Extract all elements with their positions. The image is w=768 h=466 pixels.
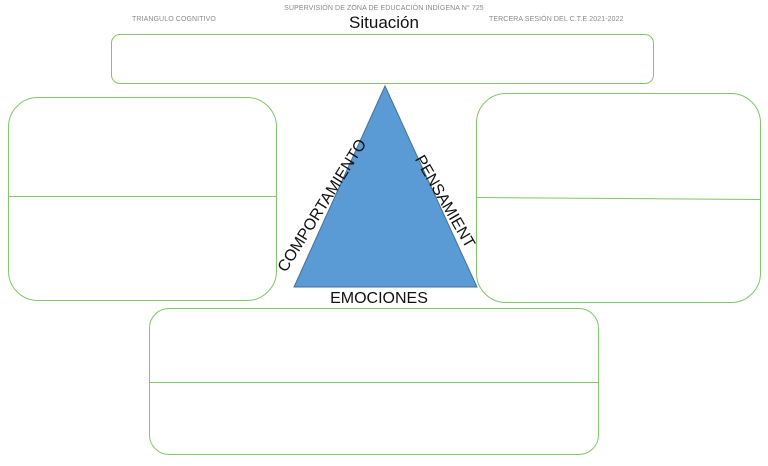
situation-box[interactable] <box>111 34 654 84</box>
emotions-label: EMOCIONES <box>330 290 428 307</box>
supervision-header: SUPERVISIÓN DE ZONA DE EDUCACIÓN INDÍGEN… <box>284 5 484 12</box>
thought-box[interactable] <box>476 93 761 303</box>
session-header: TERCERA SESIÓN DEL C.T.E 2021-2022 <box>489 16 624 23</box>
triangle-shape <box>293 84 478 288</box>
situation-title: Situación <box>349 13 419 32</box>
emotions-box-divider <box>150 382 598 383</box>
emotions-box[interactable] <box>149 308 599 455</box>
behavior-box-divider <box>9 196 276 197</box>
triangle-title-header: TRIANGULO COGNITIVO <box>132 16 216 23</box>
behavior-box[interactable] <box>8 97 277 301</box>
